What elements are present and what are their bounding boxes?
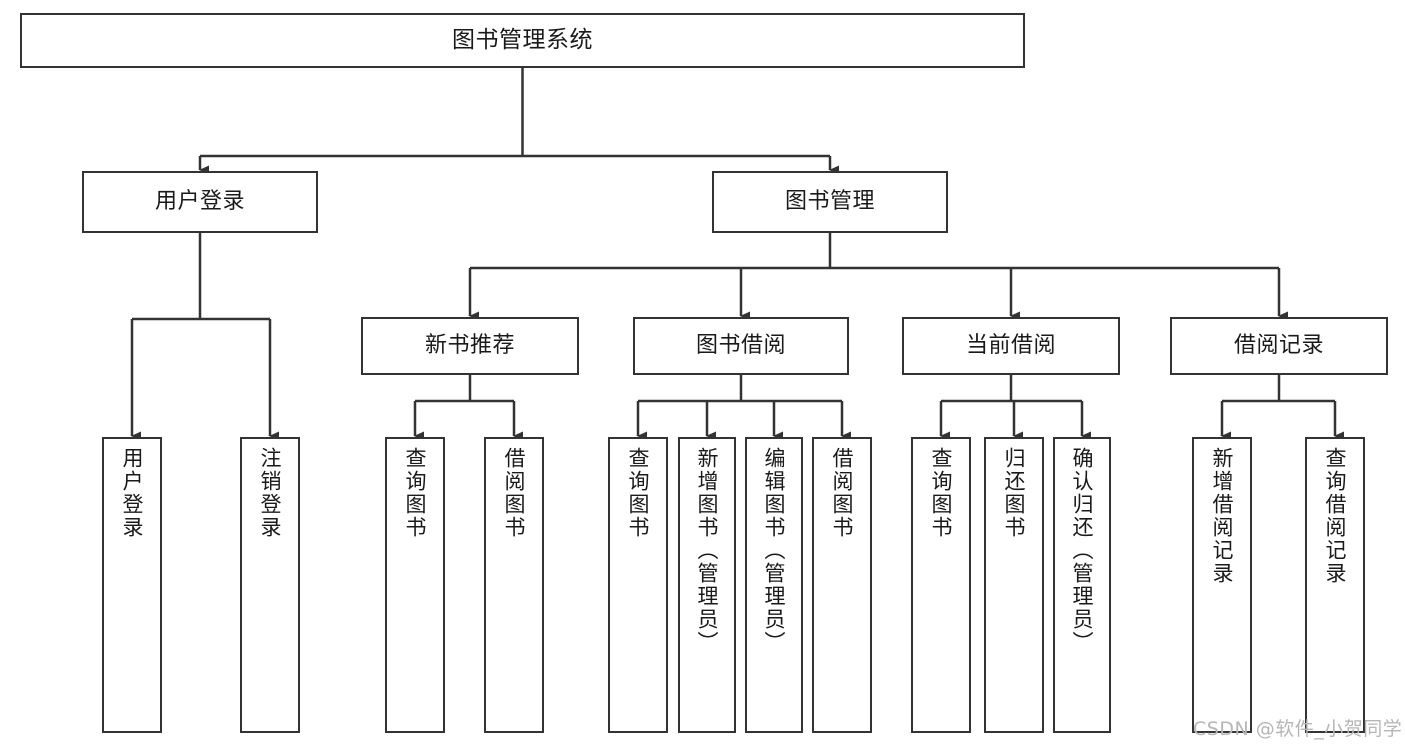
- node-label: 新增借阅记录: [1210, 447, 1235, 585]
- node-book-borrow[interactable]: 图书借阅: [633, 317, 849, 375]
- node-root[interactable]: 图书管理系统: [20, 13, 1025, 68]
- node-label: 当前借阅: [965, 333, 1056, 359]
- node-label: 图书管理: [784, 189, 875, 215]
- node-leaf-user-login[interactable]: 用户登录: [102, 437, 162, 733]
- node-label: 注销登录: [258, 447, 283, 539]
- node-label: 用户登录: [120, 447, 145, 539]
- node-leaf-return-book[interactable]: 归还图书: [984, 437, 1044, 733]
- node-label: 借阅图书: [502, 447, 527, 539]
- edge-group: [130, 68, 1344, 441]
- node-leaf-query-book-3[interactable]: 查询图书: [911, 437, 971, 733]
- node-leaf-logout[interactable]: 注销登录: [240, 437, 300, 733]
- node-leaf-borrow-book-1[interactable]: 借阅图书: [484, 437, 544, 733]
- node-label: 查询图书: [929, 447, 954, 539]
- node-user-login[interactable]: 用户登录: [82, 171, 318, 233]
- node-leaf-add-book[interactable]: 新增图书（管理员）: [678, 437, 736, 733]
- node-label: 图书管理系统: [452, 27, 593, 54]
- node-label: 借阅记录: [1233, 333, 1324, 359]
- node-borrow-record[interactable]: 借阅记录: [1170, 317, 1388, 375]
- watermark-text: CSDN @软件_小贺同学: [1193, 718, 1403, 740]
- node-label: 图书借阅: [695, 333, 786, 359]
- node-new-book-rec[interactable]: 新书推荐: [361, 317, 579, 375]
- node-label: 用户登录: [154, 189, 245, 215]
- node-label: 新增图书（管理员）: [695, 447, 720, 654]
- node-label: 查询图书: [403, 447, 428, 539]
- node-leaf-edit-book[interactable]: 编辑图书（管理员）: [745, 437, 803, 733]
- node-label: 确认归还（管理员）: [1070, 447, 1095, 654]
- node-leaf-confirm-return[interactable]: 确认归还（管理员）: [1053, 437, 1111, 733]
- node-label: 查询图书: [626, 447, 651, 539]
- node-label: 借阅图书: [830, 447, 855, 539]
- node-label: 新书推荐: [424, 333, 515, 359]
- node-label: 归还图书: [1002, 447, 1027, 539]
- node-leaf-query-book-2[interactable]: 查询图书: [608, 437, 668, 733]
- node-leaf-borrow-book-2[interactable]: 借阅图书: [812, 437, 872, 733]
- node-leaf-query-record[interactable]: 查询借阅记录: [1305, 437, 1365, 733]
- node-leaf-query-book-1[interactable]: 查询图书: [385, 437, 445, 733]
- node-leaf-add-record[interactable]: 新增借阅记录: [1192, 437, 1252, 733]
- node-label: 编辑图书（管理员）: [762, 447, 787, 654]
- node-book-manage[interactable]: 图书管理: [712, 171, 948, 233]
- node-label: 查询借阅记录: [1323, 447, 1348, 585]
- node-current-borrow[interactable]: 当前借阅: [902, 317, 1120, 375]
